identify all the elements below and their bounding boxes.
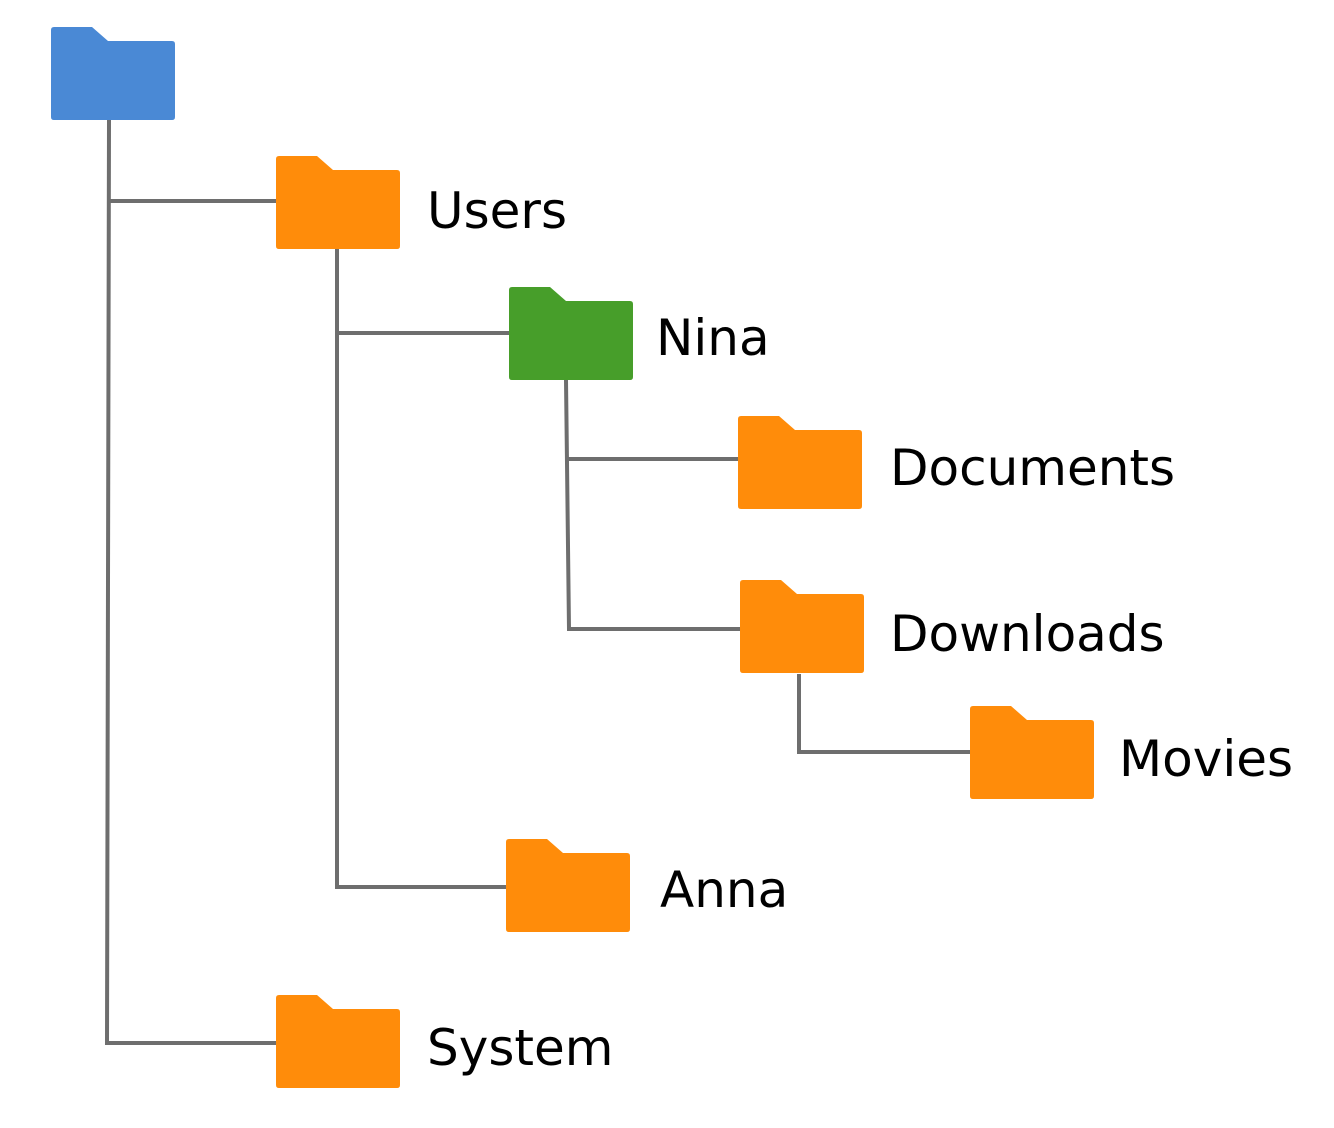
folder-label-users: Users (427, 182, 567, 240)
connector-nina-downloads (564, 379, 741, 631)
folder-label-anna: Anna (660, 861, 788, 919)
folder-icon (506, 839, 630, 932)
tree-node-anna[interactable]: Anna (506, 839, 788, 932)
folder-icon (276, 156, 400, 249)
connector-root-system (104, 119, 278, 1045)
folder-label-nina: Nina (656, 309, 770, 367)
folder-icon (738, 416, 862, 509)
folder-icon (970, 706, 1094, 799)
folder-icon (509, 287, 633, 380)
tree-node-users[interactable]: Users (276, 156, 567, 249)
connector-downloads-movies (797, 674, 970, 754)
folder-icon (276, 995, 400, 1088)
tree-connectors (104, 119, 970, 1045)
folder-label-movies: Movies (1119, 730, 1293, 788)
tree-node-movies[interactable]: Movies (970, 706, 1293, 799)
folder-icon (740, 580, 864, 673)
root-folder[interactable] (51, 27, 175, 120)
tree-node-documents[interactable]: Documents (738, 416, 1175, 509)
folder-icon (51, 27, 175, 120)
folder-label-system: System (427, 1019, 613, 1077)
connector-users-anna (335, 249, 507, 889)
tree-node-downloads[interactable]: Downloads (740, 580, 1165, 673)
folder-label-downloads: Downloads (890, 605, 1165, 663)
tree-node-system[interactable]: System (276, 995, 613, 1088)
tree-node-nina[interactable]: Nina (509, 287, 770, 380)
folder-label-documents: Documents (890, 439, 1175, 497)
